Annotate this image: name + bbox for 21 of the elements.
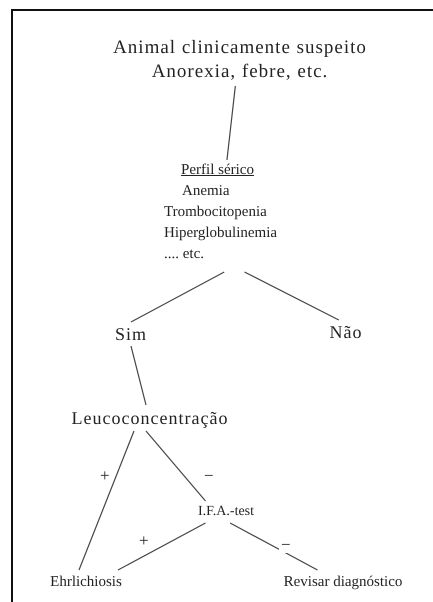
- connector-line: [130, 271, 225, 323]
- finding-text: .... etc.: [163, 245, 205, 264]
- connector-line: [118, 522, 206, 571]
- connector-line: [130, 346, 147, 406]
- connector-line: [78, 430, 135, 570]
- node-label: Não: [328, 321, 364, 344]
- heading: Animal clinicamente suspeito: [112, 36, 368, 60]
- node-label: Ehrlichiosis: [49, 573, 123, 592]
- finding-text: Hiperglobulinemia: [163, 224, 278, 243]
- node-label: Revisar diagnóstico: [282, 573, 404, 592]
- connector-line: [226, 86, 236, 160]
- finding-text: Anemia: [181, 182, 230, 201]
- subheading: Anorexia, febre, etc.: [150, 60, 330, 84]
- finding-text: Trombocitopenia: [163, 203, 268, 222]
- node-label: I.F.A.-test: [196, 503, 256, 521]
- connector-line: [146, 430, 206, 502]
- node-label: Sim: [114, 323, 148, 346]
- connector-line: [244, 271, 340, 321]
- node-label: Leucoconcentração: [70, 407, 230, 430]
- heading: Perfil sérico: [180, 161, 255, 180]
- connector-line: [230, 522, 318, 571]
